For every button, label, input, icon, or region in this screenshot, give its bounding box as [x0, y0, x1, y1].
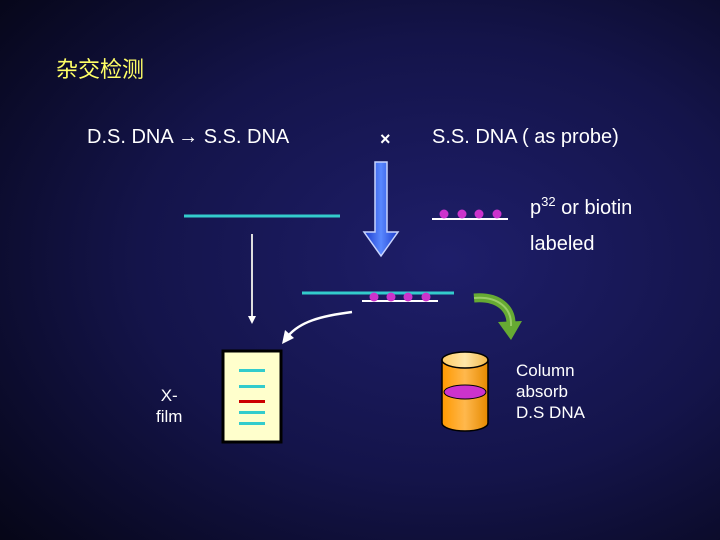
probe-dot	[421, 292, 431, 302]
probe-label-line1: p32 or biotin	[530, 194, 632, 220]
probe-label-superscript: 32	[541, 194, 556, 209]
film-band-highlight	[239, 400, 265, 403]
x-film-label-line1: X-	[160, 386, 178, 405]
x-film-label: X- film	[156, 385, 182, 427]
probe-dot	[457, 209, 467, 219]
probe-dot	[492, 209, 502, 219]
down-arrow-thin-icon	[248, 234, 256, 324]
column-label: Column absorb D.S DNA	[516, 360, 585, 423]
film-band	[239, 369, 265, 372]
slide-title: 杂交检测	[56, 58, 145, 83]
x-ray-film-icon	[221, 349, 283, 444]
labeled-probe	[432, 209, 508, 220]
column-label-line1: Column	[516, 361, 575, 380]
blue-down-arrow-icon	[362, 161, 400, 258]
film-band	[239, 385, 265, 388]
probe-dot	[386, 292, 396, 302]
probe-dot	[439, 209, 449, 219]
column-cylinder-icon	[441, 351, 489, 432]
green-curved-arrow-icon	[473, 293, 522, 340]
probe-label-suffix: or biotin	[555, 197, 633, 219]
hybrid-dna	[302, 291, 454, 302]
x-film-label-line2: film	[156, 407, 183, 426]
column-disc	[443, 384, 487, 400]
film-band	[239, 411, 265, 414]
column-label-line2: absorb	[516, 382, 568, 401]
probe-dot	[474, 209, 484, 219]
curved-arrow-to-film-icon	[282, 310, 353, 344]
probe-dot	[369, 292, 379, 302]
probe-dot	[403, 292, 413, 302]
ds-to-ss-dna-label: D.S. DNA → S.S. DNA	[87, 126, 290, 148]
probe-label-prefix: p	[530, 197, 542, 219]
probe-label-line2: labeled	[530, 233, 595, 255]
ss-dna-probe-label: S.S. DNA ( as probe)	[432, 126, 619, 148]
column-label-line3: D.S DNA	[516, 403, 585, 422]
cross-symbol: ×	[380, 129, 391, 149]
film-band	[239, 422, 265, 425]
